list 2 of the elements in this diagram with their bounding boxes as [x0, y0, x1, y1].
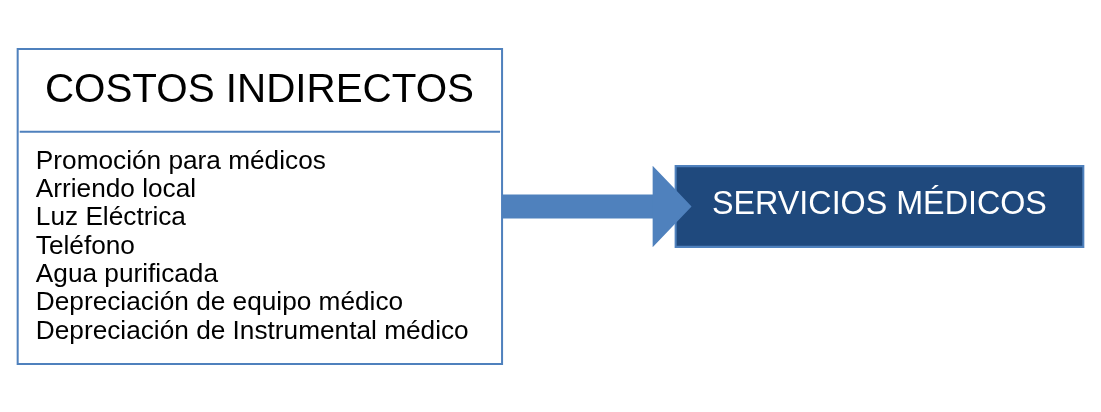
node-box: SERVICIOS MÉDICOS: [674, 164, 1085, 248]
arrow: [502, 165, 692, 247]
